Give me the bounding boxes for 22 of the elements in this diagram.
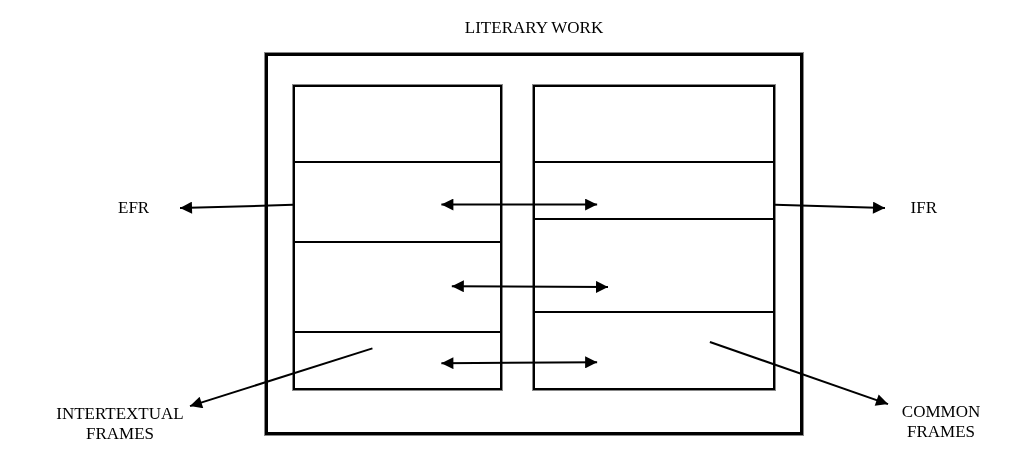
arrow	[708, 341, 889, 406]
frame-title: LITERARY WORK	[463, 18, 605, 38]
section-box	[533, 85, 775, 163]
section-box	[533, 313, 775, 390]
section-box	[293, 333, 502, 390]
arrow	[179, 201, 294, 214]
arrow	[189, 347, 374, 409]
frame-label: EFR	[118, 198, 180, 218]
section-box	[533, 220, 775, 313]
column-box	[533, 85, 775, 390]
arrow	[774, 201, 886, 214]
section-box	[293, 163, 502, 243]
double-arrow	[450, 280, 609, 293]
frame-label: COMMON FRAMES	[885, 402, 997, 444]
frame-label: IFR	[885, 198, 937, 218]
section-box	[293, 85, 502, 163]
section-box	[293, 243, 502, 333]
double-arrow	[440, 198, 599, 211]
double-arrow	[440, 356, 599, 370]
column-box	[293, 85, 502, 390]
frame-label: INTERTEXTUAL FRAMES	[50, 404, 190, 446]
section-box	[533, 163, 775, 220]
